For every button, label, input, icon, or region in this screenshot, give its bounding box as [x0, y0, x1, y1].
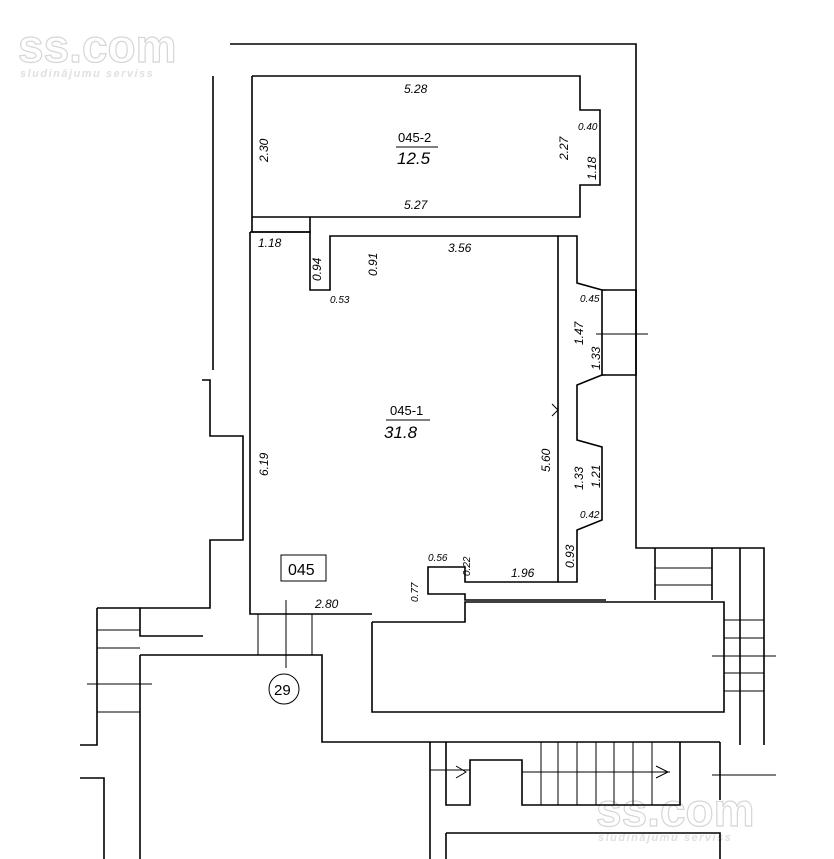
- room-045-2: 5.28 5.27 2.30 2.27 0.40 1.18 045-2 12.5: [251, 75, 601, 218]
- flat-label-box: [280, 554, 327, 582]
- room-045-1: 1.18 0.94 0.91 0.53 3.56 0.45 1.47 1.33 …: [249, 231, 648, 615]
- watermark-bottom: ss.com sludinājumu serviss: [595, 783, 755, 844]
- dim-r1-bottom-notch-w: 0.56: [428, 553, 448, 564]
- flat-label: 045: [288, 562, 315, 579]
- stair-marker: 29: [274, 682, 291, 699]
- dim-r1-entry-width: 1.18: [258, 236, 282, 250]
- dim-r1-right: 5.60: [539, 448, 553, 472]
- left-stairs: [87, 629, 152, 713]
- dim-r1-step-down: 0.94: [310, 257, 324, 281]
- watermark-tagline-bottom: sludinājumu serviss: [598, 832, 732, 844]
- dim-r2-left: 2.30: [257, 138, 271, 163]
- dim-r1-bottom-left: 2.80: [314, 597, 339, 611]
- dim-r1-niche-top: 0.45: [580, 294, 600, 305]
- watermark-brand: ss.com: [18, 20, 177, 72]
- dim-r1-step-width: 0.53: [330, 295, 350, 306]
- dim-r1-bottom-right: 1.96: [511, 566, 535, 580]
- dim-r2-top: 5.28: [404, 82, 428, 96]
- dim-r1-window2-inner: 1.33: [572, 466, 586, 490]
- right-block: [371, 548, 776, 745]
- dim-r1-window-inner: 1.33: [589, 346, 603, 370]
- dim-r1-niche-bottom: 0.42: [580, 510, 600, 521]
- dim-r1-top: 3.56: [448, 241, 472, 255]
- room-045-2-id: 045-2: [398, 130, 431, 145]
- dim-r1-bottom-step: 0.77: [410, 582, 421, 602]
- dim-r1-left: 6.19: [257, 452, 271, 476]
- dim-r2-bottom: 5.27: [404, 198, 429, 212]
- dim-r2-niche-depth: 0.40: [578, 122, 598, 133]
- dim-r1-window-outer: 1.47: [572, 320, 586, 345]
- dim-r2-niche-len: 1.18: [585, 156, 599, 180]
- room-045-1-area: 31.8: [384, 423, 418, 442]
- entrance: 29: [257, 600, 313, 705]
- dim-r1-step-up: 0.91: [366, 253, 380, 276]
- watermark-tagline: sludinājumu serviss: [20, 68, 154, 80]
- room-045-1-id: 045-1: [390, 403, 423, 418]
- dim-r2-right: 2.27: [557, 135, 571, 161]
- watermark-brand-bottom: ss.com: [596, 784, 755, 836]
- partition: [251, 217, 311, 233]
- dim-r1-window2-outer: 1.21: [589, 465, 603, 488]
- watermark-top: ss.com sludinājumu serviss: [17, 19, 177, 80]
- stair-marker-circle: [268, 673, 300, 705]
- room-045-2-area: 12.5: [397, 149, 431, 168]
- dim-r1-bottom-notch-h: 0.22: [462, 556, 473, 576]
- building-outline: [80, 43, 765, 859]
- dim-r1-right-lower: 0.93: [563, 544, 577, 568]
- bottom-stairs: [430, 742, 776, 806]
